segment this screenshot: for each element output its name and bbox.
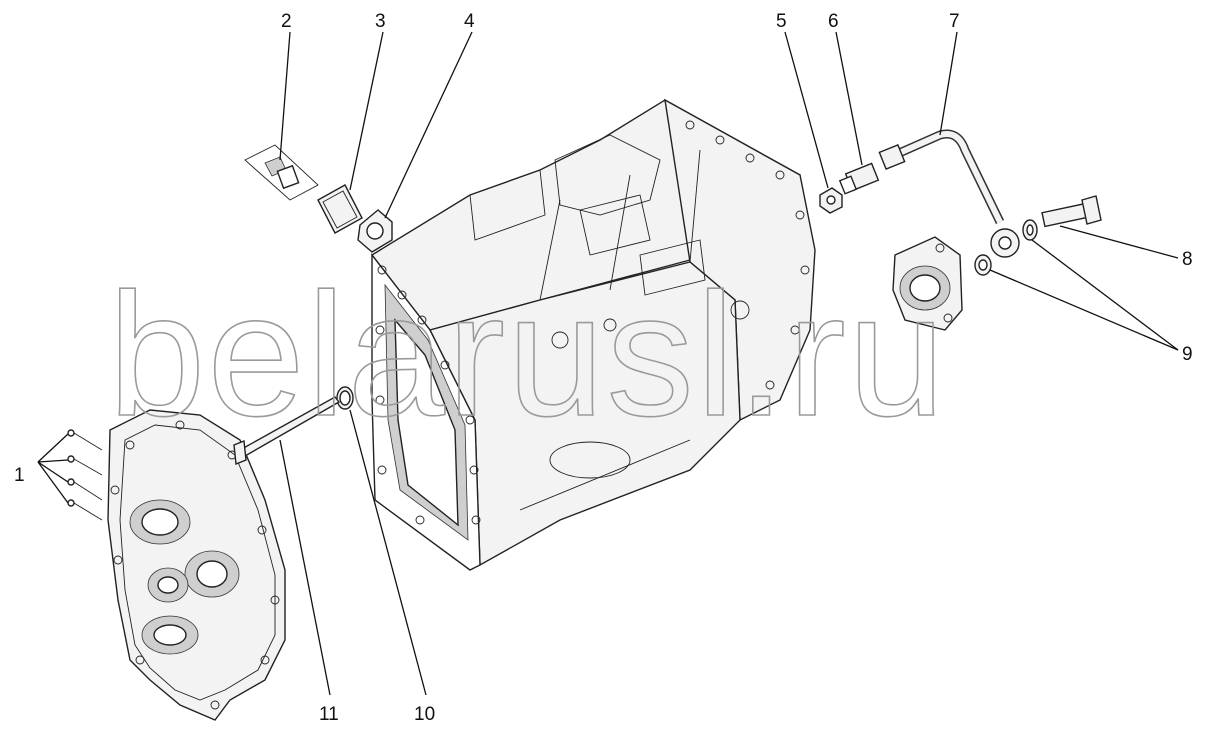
o-ring-seal [336,386,354,410]
callout-2: 2 [281,11,292,32]
banjo-bolt [1041,195,1102,228]
cover-bolt [244,144,319,201]
callout-5: 5 [776,11,787,32]
callout-4: 4 [464,11,475,32]
watermark-text: belarusl.ru [108,258,947,453]
callout-6: 6 [828,11,839,32]
callout-10: 10 [414,704,435,725]
dowel-rod [233,396,341,465]
callout-8: 8 [1182,249,1193,270]
front-cover-plate [107,409,286,721]
callout-11: 11 [319,704,339,725]
gearbox-housing [370,98,816,571]
cover-gasket [357,209,393,253]
lock-nut [819,187,843,214]
callout-3: 3 [375,11,386,32]
callout-7: 7 [949,11,960,32]
bearing-housing [892,236,963,331]
callout-9: 9 [1182,344,1193,365]
sealing-washer [974,219,1038,276]
callout-1: 1 [14,465,25,486]
leader-lines [37,31,1179,696]
inspection-cover [317,184,363,234]
union-fitting [838,162,880,195]
oil-pipe [878,129,1020,258]
